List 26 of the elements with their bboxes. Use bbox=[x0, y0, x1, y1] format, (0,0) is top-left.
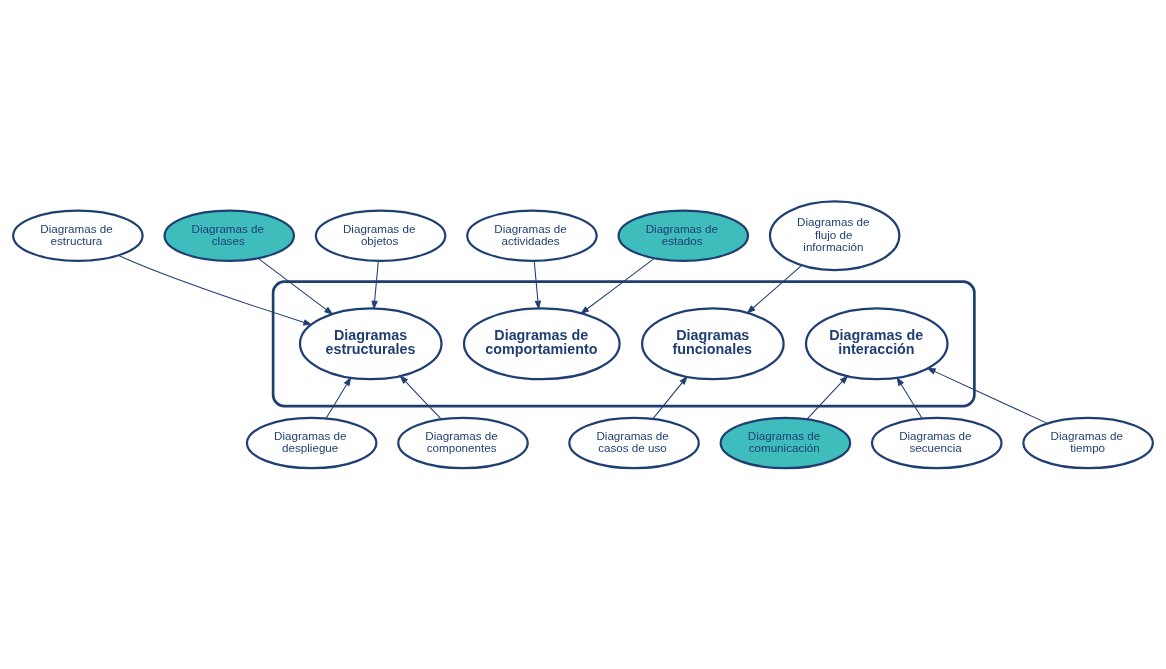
arrow bbox=[746, 264, 803, 314]
node-ellipse: Diagramas de despliegue bbox=[245, 416, 378, 469]
node-ellipse: Diagramas de clases bbox=[163, 209, 296, 262]
node-ellipse: Diagramas de componentes bbox=[397, 416, 529, 469]
node-ellipse: Diagramas de casos de uso bbox=[568, 416, 700, 469]
arrow bbox=[257, 257, 334, 315]
arrow bbox=[399, 374, 442, 420]
arrow bbox=[371, 260, 379, 310]
node-ellipse: Diagramas de comunicación bbox=[719, 416, 852, 469]
arrow bbox=[118, 254, 313, 325]
node-ellipse: Diagramas de tiempo bbox=[1022, 416, 1154, 469]
arrow bbox=[896, 376, 923, 419]
arrow bbox=[652, 375, 688, 419]
cluster bbox=[271, 279, 976, 407]
node-ellipse: Diagramas de estados bbox=[617, 209, 750, 262]
node-ellipse: Diagramas de estructura bbox=[12, 209, 144, 262]
node-ellipse: Diagramas de objetos bbox=[314, 209, 447, 262]
arrow bbox=[806, 374, 849, 419]
node-ellipse: Diagramas de interacción bbox=[804, 306, 949, 380]
arrow bbox=[579, 257, 655, 314]
arrow bbox=[926, 367, 1048, 424]
node-ellipse: Diagramas de actividades bbox=[466, 209, 598, 262]
arrow bbox=[325, 376, 352, 419]
node-ellipse: Diagramas de flujo de información bbox=[768, 199, 901, 271]
node-ellipse: Diagramas de secuencia bbox=[870, 416, 1003, 469]
arrow bbox=[533, 260, 542, 310]
